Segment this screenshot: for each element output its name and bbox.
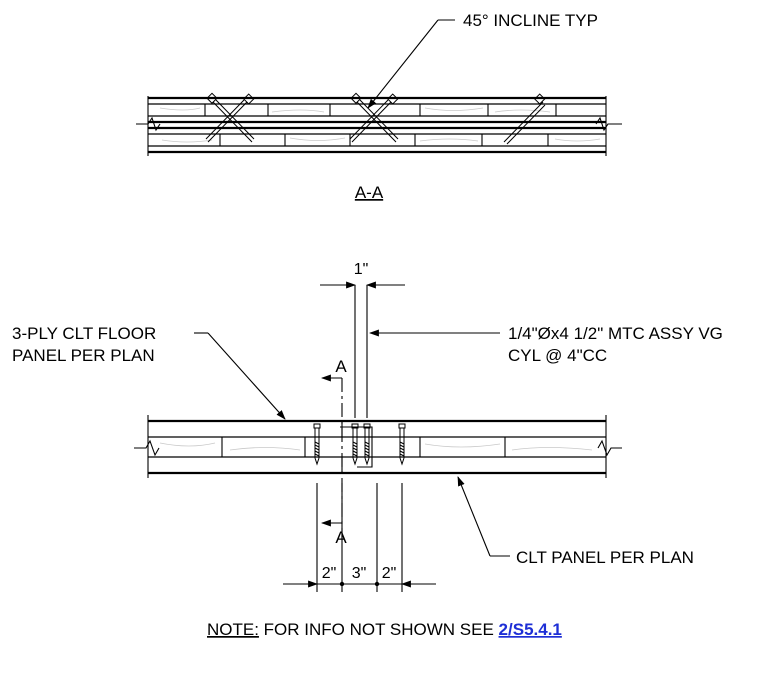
incline-callout: 45° INCLINE TYP — [463, 11, 598, 30]
clt-panel-callout: CLT PANEL PER PLAN — [516, 548, 694, 567]
inclined-screw-pair — [503, 93, 546, 145]
floor-panel-callout-line2: PANEL PER PLAN — [12, 346, 155, 365]
section-marker-top: A — [335, 357, 347, 376]
dim-bottom-middle: 3" — [352, 565, 367, 582]
note-prefix: NOTE: — [207, 620, 259, 639]
section-title: A-A — [355, 183, 384, 202]
inclined-screw-pair — [205, 92, 255, 143]
screw-callout-line2: CYL @ 4"CC — [508, 346, 607, 365]
section-a-a-view: 45° INCLINE TYP A-A — [136, 11, 622, 202]
dim-bottom-left: 2" — [322, 565, 337, 582]
panel-joint-detail: 1" 1/4"Øx4 1/2" MTC ASSY VG CYL @ 4"CC 3… — [12, 261, 723, 592]
screw-callout-line1: 1/4"Øx4 1/2" MTC ASSY VG — [508, 324, 723, 343]
note: NOTE: FOR INFO NOT SHOWN SEE 2/S5.4.1 — [207, 620, 562, 639]
dim-top: 1" — [354, 261, 369, 278]
sheet-reference-link[interactable]: 2/S5.4.1 — [499, 620, 562, 639]
dim-bottom-right: 2" — [382, 565, 397, 582]
floor-panel-callout-line1: 3-PLY CLT FLOOR — [12, 324, 156, 343]
note-text: FOR INFO NOT SHOWN SEE — [259, 620, 499, 639]
section-marker-bottom: A — [335, 528, 347, 547]
inclined-screw-pair — [349, 92, 399, 143]
vertical-screw — [313, 423, 406, 465]
